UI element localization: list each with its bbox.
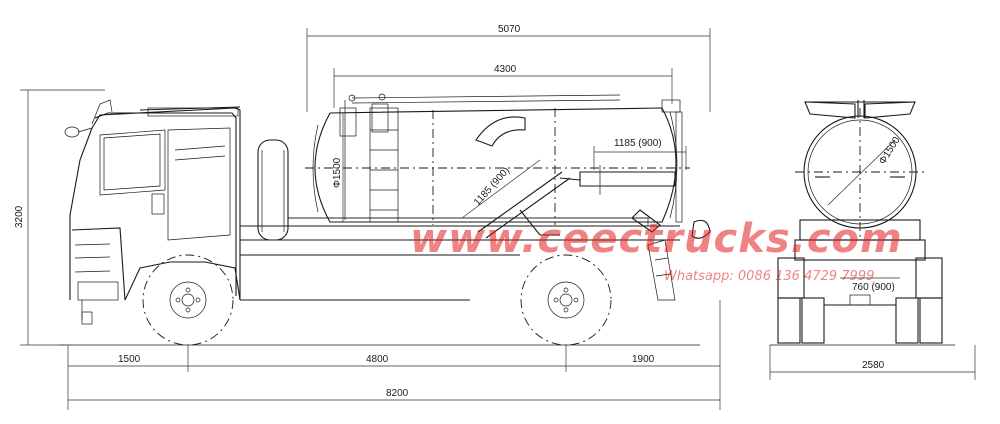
vacuum-tank-side-view: [305, 93, 690, 225]
front-wheel: [142, 254, 234, 346]
dim-body-length: 5070: [498, 24, 521, 35]
rear-view: [770, 100, 955, 346]
watermark-site: www.ceectrucks.com: [410, 216, 903, 262]
dim-overall-width: 2580: [862, 360, 885, 371]
rear-wheel: [520, 254, 612, 346]
watermark-contact: Whatsapp: 0086 136 4729 7999: [664, 269, 874, 284]
spare-wheel: [257, 139, 289, 241]
dim-arm-horizontal: 1185 (900): [614, 138, 662, 149]
dim-rear-width-detail: 760 (900): [852, 282, 895, 293]
dim-overall-length: 8200: [386, 388, 409, 399]
dim-front-overhang: 1500: [118, 354, 141, 365]
dim-height: 3200: [14, 205, 25, 228]
truck-cab-side-view: [64, 99, 241, 325]
dim-tank-diameter-rear: Φ1500: [877, 135, 903, 167]
dimension-lines: [20, 28, 976, 410]
dim-tank-diameter-side: Φ1500: [332, 157, 343, 188]
dim-tank-length: 4300: [494, 64, 517, 75]
dim-wheelbase: 4800: [366, 354, 389, 365]
dim-arm-diagonal: 1185 (900): [472, 165, 512, 208]
dim-rear-overhang: 1900: [632, 354, 655, 365]
suction-arm-assembly: [477, 165, 711, 301]
